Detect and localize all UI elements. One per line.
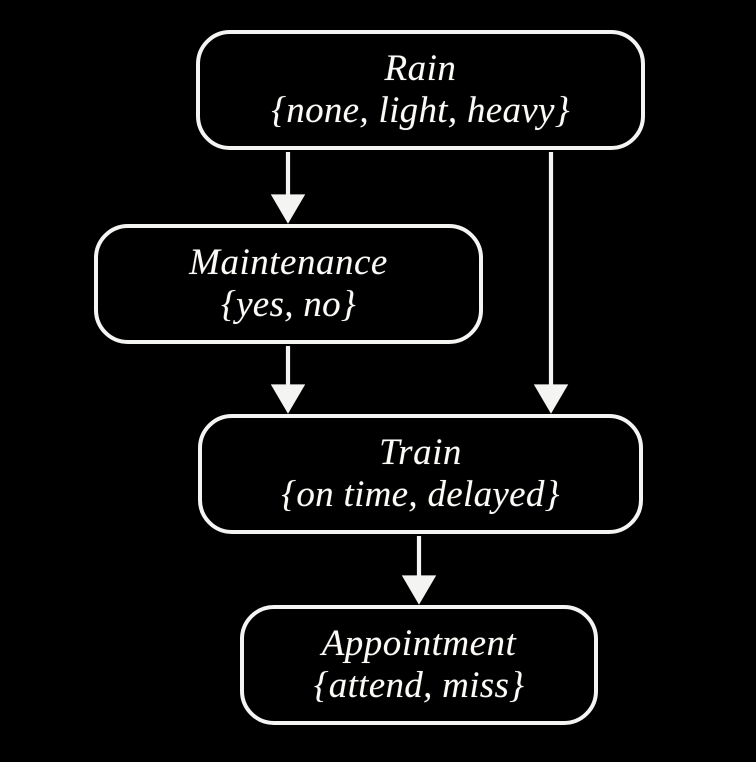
node-appointment-label: Appointment [321, 623, 517, 665]
node-rain-domain: {none, light, heavy} [271, 90, 570, 131]
node-appointment[interactable]: Appointment {attend, miss} [240, 605, 598, 725]
node-maintenance-label: Maintenance [189, 242, 388, 284]
node-train-domain: {on time, delayed} [281, 474, 560, 515]
node-train-label: Train [379, 432, 462, 474]
node-maintenance-domain: {yes, no} [220, 284, 357, 325]
node-rain[interactable]: Rain {none, light, heavy} [196, 30, 645, 150]
node-rain-label: Rain [384, 48, 457, 90]
node-maintenance[interactable]: Maintenance {yes, no} [94, 224, 483, 344]
node-appointment-domain: {attend, miss} [313, 665, 525, 706]
node-train[interactable]: Train {on time, delayed} [198, 414, 643, 534]
